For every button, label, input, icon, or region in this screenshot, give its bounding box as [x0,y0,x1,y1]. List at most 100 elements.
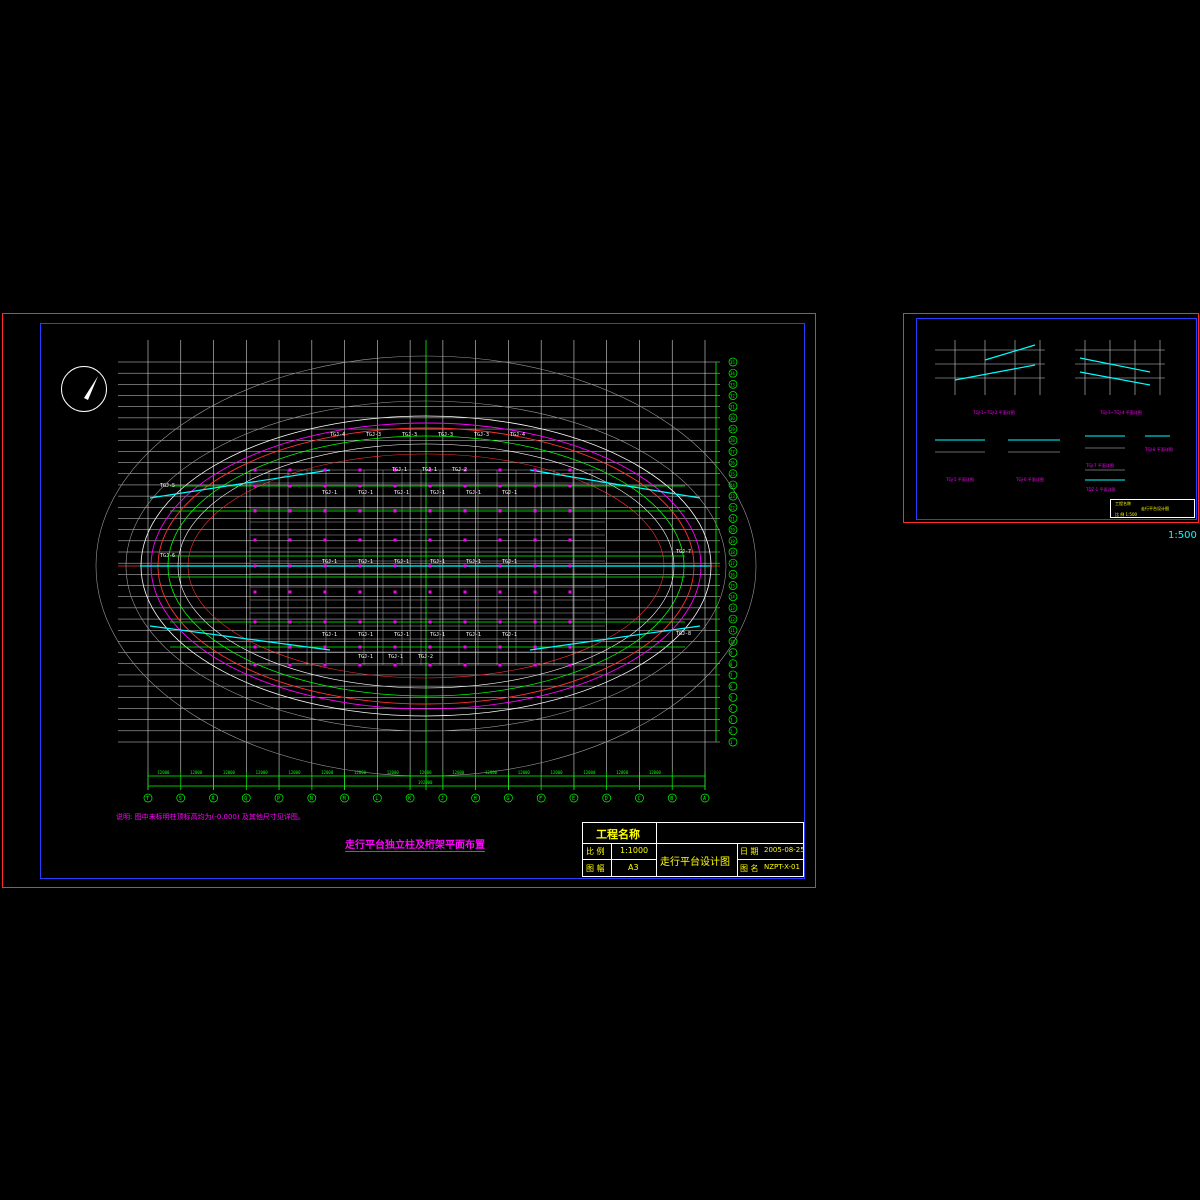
axis-label: 26 [730,461,735,466]
axis-bubble [700,793,710,803]
truss-label: TGJ-1 [392,467,407,473]
detail-title-block: 工程名称 走行平台设计图 比 例 1:500 [1110,499,1195,518]
column-point [463,663,467,667]
dimension-value: 12000 [583,770,596,775]
axis-bubble [728,570,738,579]
main-sheet-frame [40,323,805,879]
column-point [288,509,292,513]
column-point [428,509,432,513]
title-block: 工程名称 比 例 1:1000 图 幅 A3 走行平台设计图 日 期 2005-… [582,822,805,877]
dimension-value: 12000 [223,770,236,775]
column-point [463,620,467,624]
axis-label: 17 [730,561,735,566]
truss-label: TGJ-1 [466,632,481,638]
column-point [253,468,257,472]
column-point [498,468,502,472]
tb-sheet-value: A3 [628,863,639,872]
column-point [393,663,397,667]
column-point [428,468,432,472]
axis-bubble [728,413,738,423]
dimension-value: 12000 [649,770,662,775]
drawing-title: 走行平台独立柱及桁架平面布置 [345,836,485,852]
truss-label: TGJ-1 [430,559,445,565]
column-point [498,538,502,542]
column-point [288,468,292,472]
column-point [253,590,257,594]
side-truss [529,469,701,499]
axis-bubble [143,793,153,803]
column-point [358,538,362,542]
column-point [533,538,537,542]
axis-label: 9 [730,651,733,656]
axis-bubble [728,715,738,724]
detail-sheet-frame [916,318,1197,520]
column-point [498,663,502,667]
column-point [568,564,572,568]
detail-caption-3: TGJ-5 平面详图 [946,477,974,482]
truss-label: TGJ-2 [452,467,467,473]
column-point [323,509,327,513]
axis-label: 16 [730,572,735,577]
axis-label: 2 [730,729,733,734]
axis-bubble [728,603,738,613]
dimension-value: 12000 [190,770,203,775]
axis-bubble [728,558,738,568]
truss-label: TGJ-4 [510,432,525,438]
tb-scale-label: 比 例 [586,847,605,856]
axis-bubble [728,380,738,389]
column-point [323,663,327,667]
axis-bubble [176,793,186,803]
column-point [533,509,537,513]
axis-bubble [728,581,738,590]
truss-label: TGJ-3 [438,432,453,438]
tb-project-value-cell [656,822,804,844]
column-point [463,468,467,472]
column-point [393,620,397,624]
truss-label: TGJ-1 [322,559,337,565]
truss-label: TGJ-1 [388,654,403,660]
column-point [358,564,362,568]
axis-label: N [310,796,313,802]
column-point [393,645,397,649]
axis-label: K [408,796,411,802]
truss-label: TGJ-1 [394,559,409,565]
axis-label: L [375,796,378,802]
column-point [428,663,432,667]
truss-label: TGJ-1 [358,490,373,496]
truss-label: TGJ-5 [160,483,175,489]
truss-label: TGJ-1 [466,559,481,565]
axis-bubble [602,793,612,803]
column-point [533,484,537,488]
axis-label: B [670,796,673,802]
truss-label: TGJ-1 [430,490,445,496]
axis-label: S [179,796,182,802]
axis-label: P [277,796,280,802]
detail-sheet-border [903,313,1199,523]
axis-bubble [635,793,644,803]
truss-label: TGJ-1 [322,632,337,638]
axis-bubble [373,793,382,803]
column-point [288,663,292,667]
axis-bubble [728,614,738,624]
truss-label: TGJ-6 [160,553,175,559]
detail-tb-row2: 比 例 1:500 [1115,512,1138,517]
axis-label: 6 [730,684,733,689]
dimension-value: 12000 [256,770,269,775]
column-point [463,509,467,513]
axis-bubble [667,793,677,803]
column-point [253,663,257,667]
column-point [358,663,362,667]
column-point [253,509,257,513]
truss-label: TGJ-4 [330,432,345,438]
axis-bubble [728,648,738,657]
axis-label: 12 [730,617,735,622]
axis-bubble [728,637,738,646]
axis-bubble [307,793,317,803]
column-point [393,564,397,568]
tb-number-label: 图 名 [740,864,759,873]
axis-bubble [569,793,579,803]
truss-label: TGJ-8 [676,631,691,637]
axis-label: A [703,796,706,802]
truss-label: TGJ-1 [322,490,337,496]
